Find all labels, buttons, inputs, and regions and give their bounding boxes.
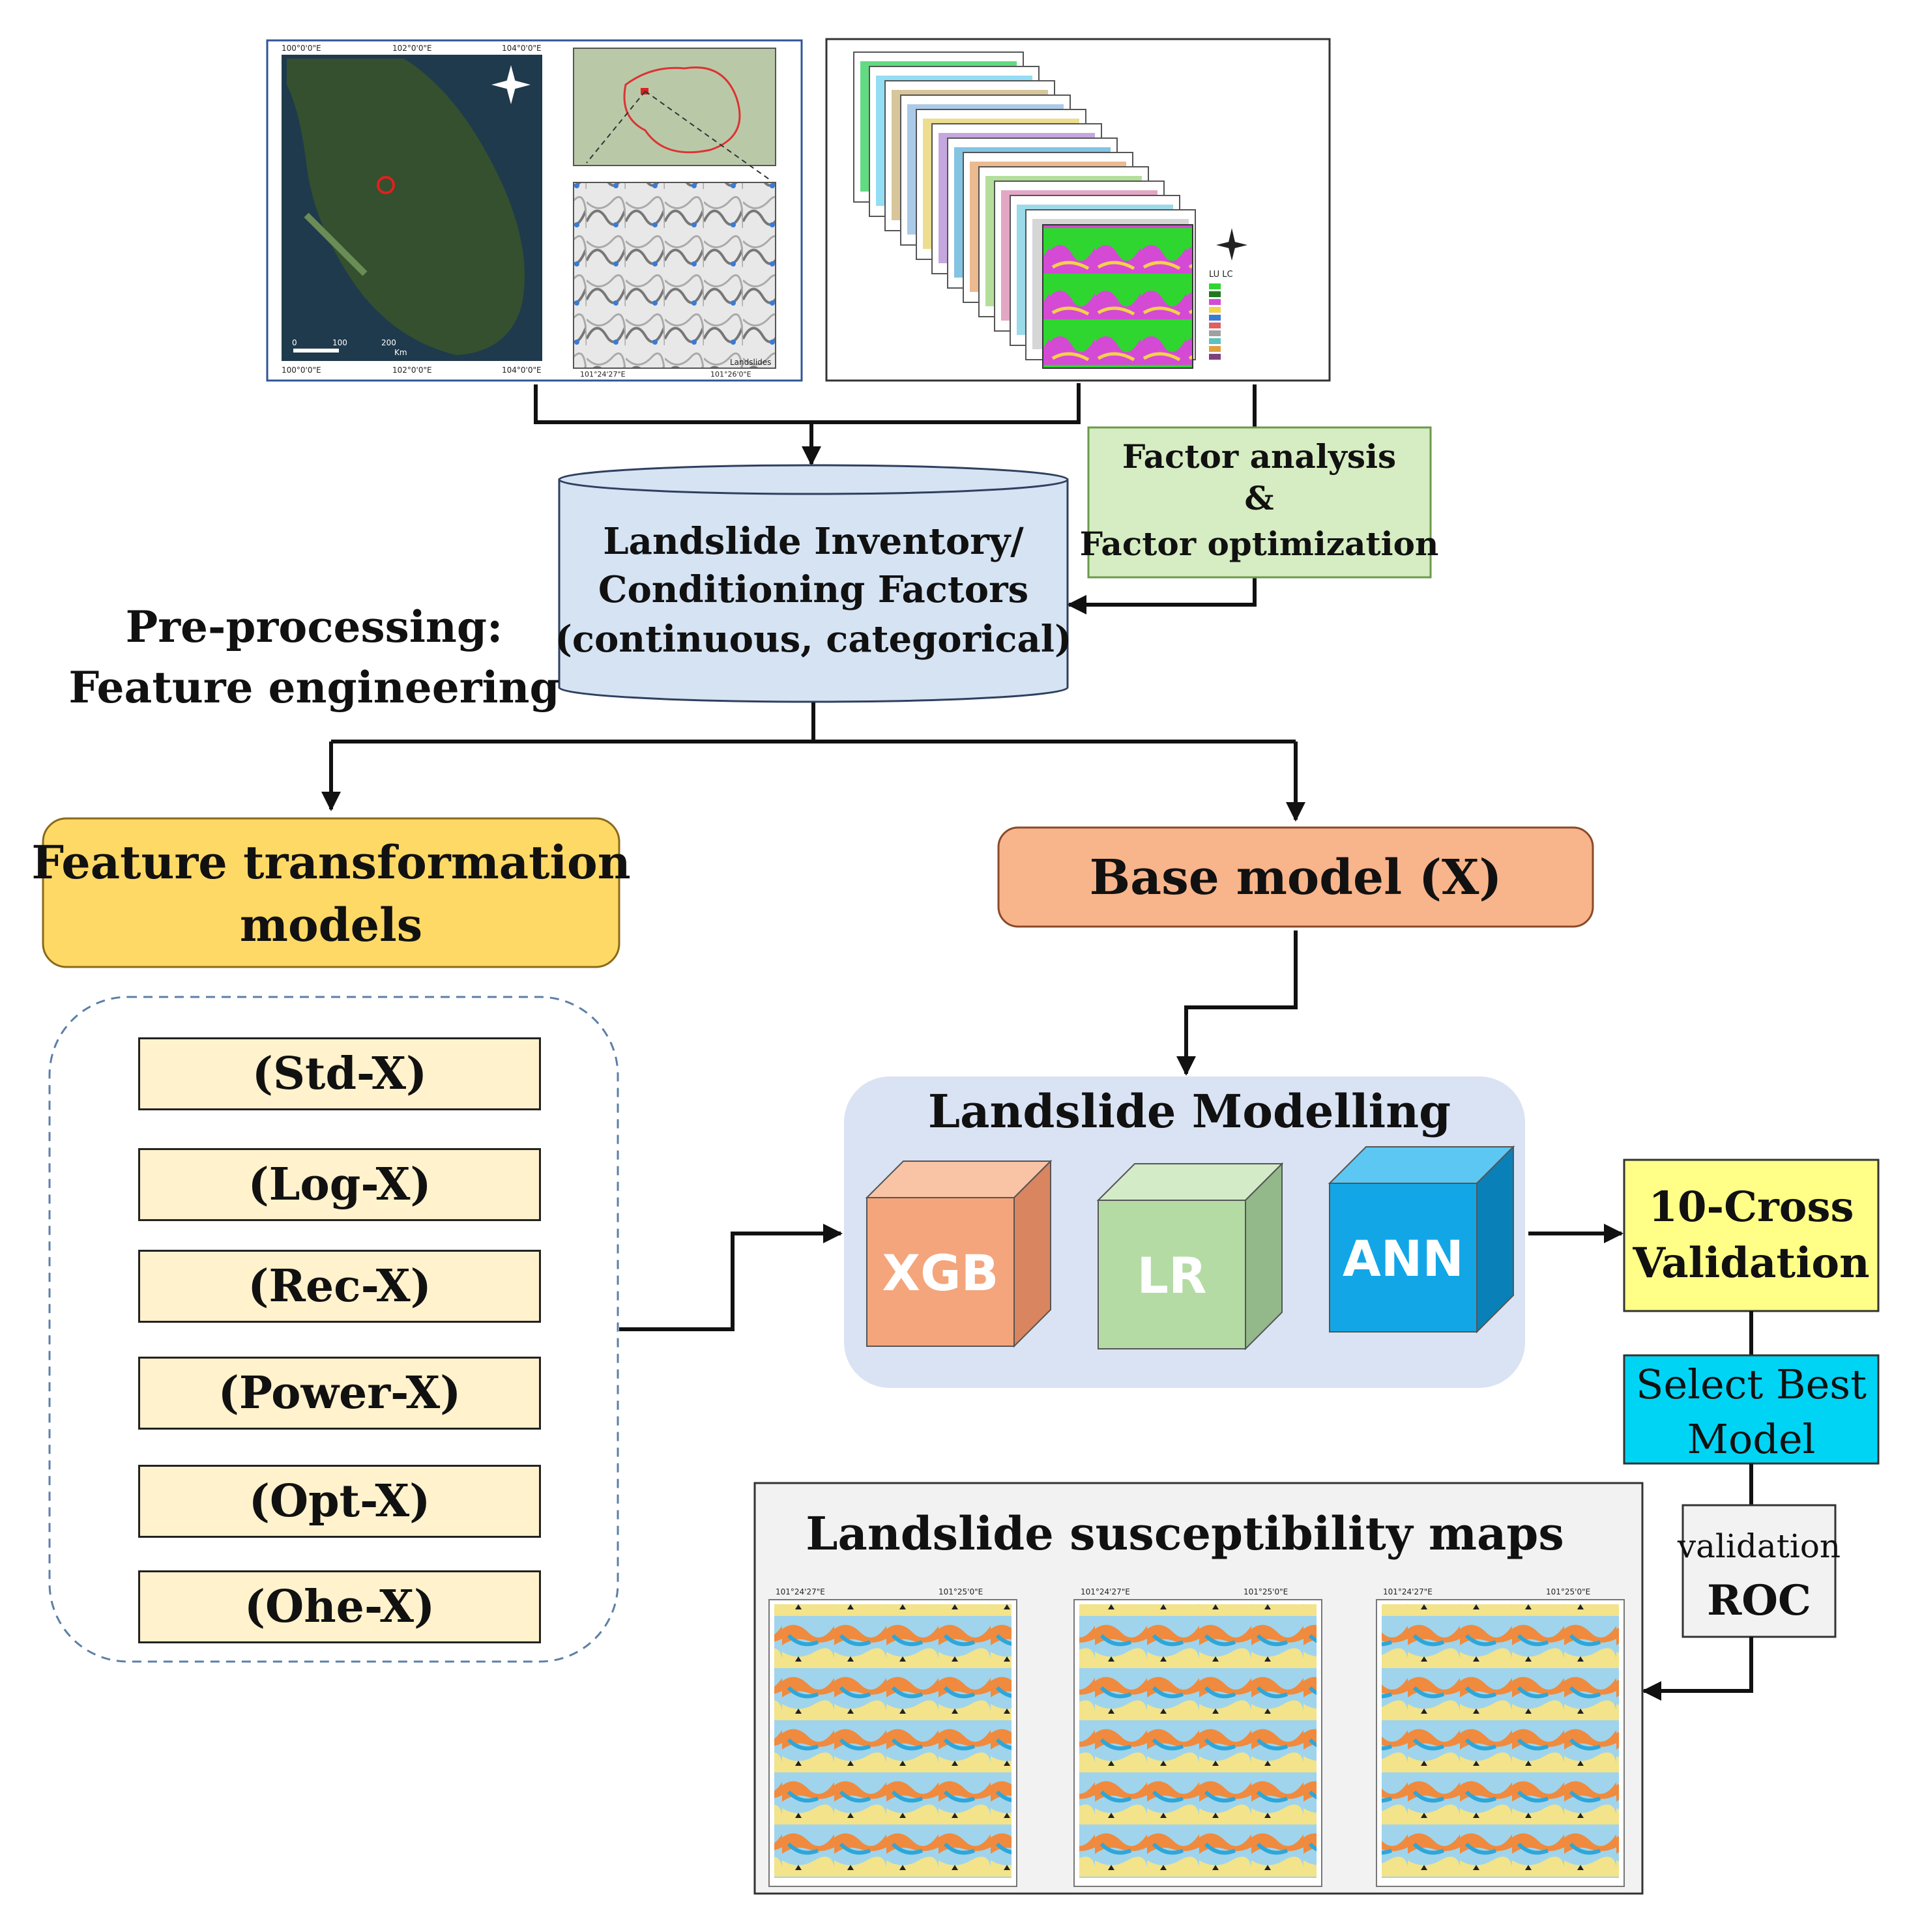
database-line-1: Landslide Inventory/ [603, 520, 1024, 563]
base-model-box: Base model (X) [997, 826, 1594, 928]
variant-box: (Log-X) [138, 1148, 541, 1221]
grid-label-top-1: 100°0'0"E [282, 44, 321, 53]
legend-swatch [1209, 323, 1221, 328]
map-label-right: 101°25'0"E [1546, 1587, 1590, 1596]
factor-ampersand: & [1244, 479, 1274, 517]
legend-swatch [1209, 307, 1221, 313]
lulc-map [1042, 224, 1193, 369]
cross-validation-line-1: 10-Cross [1648, 1183, 1854, 1232]
hillshade-map [573, 182, 776, 369]
legend-swatch [1209, 283, 1221, 289]
detail-label-2: 101°26'0"E [710, 370, 751, 379]
map-label-left: 101°24'27"E [776, 1587, 825, 1596]
feature-transformation-line-1: Feature transformation [31, 835, 630, 889]
connector-split [321, 702, 1305, 822]
variant-box: (Power-X) [138, 1357, 541, 1430]
modelling-title: Landslide Modelling [928, 1084, 1451, 1138]
connector-variants-to-modelling [619, 1224, 843, 1331]
detail-label-1: 101°24'27"E [580, 370, 626, 379]
scale-label-100: 100 [332, 338, 347, 347]
grid-label-bottom-2: 102°0'0"E [392, 366, 432, 375]
variant-box: (Opt-X) [138, 1465, 541, 1538]
database-line-3: (continuous, categorical) [555, 618, 1071, 661]
landslide-modelling-panel: Landslide Modelling XGB LR ANN [844, 1076, 1525, 1388]
susceptibility-maps-panel: Landslide susceptibility maps 101°24'27"… [753, 1482, 1644, 1895]
grid-label-top-2: 102°0'0"E [392, 44, 432, 53]
compass-icon [1216, 228, 1247, 261]
base-model-label: Base model (X) [1090, 850, 1502, 906]
map-label-left: 101°24'27"E [1081, 1587, 1130, 1596]
susceptibility-map-2: 101°24'27"E 101°25'0"E [1073, 1587, 1322, 1887]
model-label-xgb: XGB [882, 1244, 999, 1302]
factor-analysis-box: Factor analysis & Factor optimization [1080, 426, 1439, 579]
susceptibility-map-1: 101°24'27"E 101°25'0"E [768, 1587, 1017, 1887]
transformation-variants-group [48, 996, 619, 1663]
model-cube-xgb: XGB [865, 1159, 1053, 1348]
landslide-database-cylinder: Landslide Inventory/ Conditioning Factor… [555, 464, 1072, 703]
factor-optimization-label: Factor optimization [1080, 525, 1439, 563]
map-label-right: 101°25'0"E [939, 1587, 983, 1596]
preprocessing-title: Pre-processing: [126, 601, 503, 652]
topographic-inset-map [573, 48, 776, 166]
grid-label-bottom-1: 100°0'0"E [282, 366, 321, 375]
roc-label: ROC [1707, 1576, 1811, 1625]
roc-validation-box: validation ROC [1677, 1504, 1841, 1638]
variant-box: (Rec-X) [138, 1250, 541, 1323]
roc-validation-label: validation [1677, 1527, 1841, 1565]
lulc-legend [1209, 283, 1221, 360]
legend-swatch [1209, 338, 1221, 344]
study-area-figure: 100°0'0"E 102°0'0"E 104°0'0"E 100°0'0"E … [266, 39, 803, 382]
legend-swatch [1209, 299, 1221, 305]
select-best-line-1: Select Best [1636, 1361, 1867, 1408]
legend-swatch [1209, 346, 1221, 352]
model-cube-ann: ANN [1328, 1145, 1515, 1334]
lulc-legend-title: LU LC [1209, 270, 1233, 280]
legend-swatch [1209, 330, 1221, 336]
susceptibility-map-3: 101°24'27"E 101°25'0"E [1376, 1587, 1625, 1887]
map-label-left: 101°24'27"E [1383, 1587, 1433, 1596]
model-cube-lr: LR [1096, 1162, 1284, 1351]
feature-transformation-box: Feature transformation models [31, 817, 631, 968]
legend-swatch [1209, 291, 1221, 297]
variant-box: (Ohe-X) [138, 1570, 541, 1643]
legend-swatch [1209, 354, 1221, 360]
peninsula-landmass [287, 59, 525, 355]
model-label-lr: LR [1137, 1247, 1207, 1305]
legend-swatch [1209, 315, 1221, 321]
cross-validation-line-2: Validation [1632, 1239, 1869, 1288]
feature-transformation-line-2: models [240, 898, 422, 952]
scale-label-0: 0 [292, 338, 297, 347]
grid-label-bottom-3: 104°0'0"E [502, 366, 542, 375]
scale-label-200: 200 [381, 338, 396, 347]
grid-label-top-3: 104°0'0"E [502, 44, 542, 53]
database-line-2: Conditioning Factors [598, 568, 1028, 611]
connector-roc-to-maps [1642, 1637, 1753, 1701]
variant-box: (Std-X) [138, 1037, 541, 1110]
scale-bar [293, 349, 339, 353]
map-label-right: 101°25'0"E [1244, 1587, 1288, 1596]
susceptibility-title: Landslide susceptibility maps [806, 1507, 1564, 1561]
select-best-line-2: Model [1687, 1415, 1815, 1463]
feature-engineering-title: Feature engineering [68, 662, 559, 713]
north-arrow-icon [491, 65, 531, 104]
model-label-ann: ANN [1343, 1230, 1464, 1288]
study-area-marker [377, 176, 395, 194]
select-best-model-box: Select Best Model [1623, 1354, 1880, 1465]
landslides-legend: Landslides [730, 358, 771, 367]
cross-validation-box: 10-Cross Validation [1623, 1159, 1880, 1312]
factor-analysis-label: Factor analysis [1122, 437, 1396, 476]
conditioning-factor-maps: LU LC [825, 38, 1331, 382]
study-boundary [623, 66, 741, 154]
scale-label-unit: Km [394, 348, 407, 357]
connector-base-to-modelling [1176, 930, 1298, 1076]
